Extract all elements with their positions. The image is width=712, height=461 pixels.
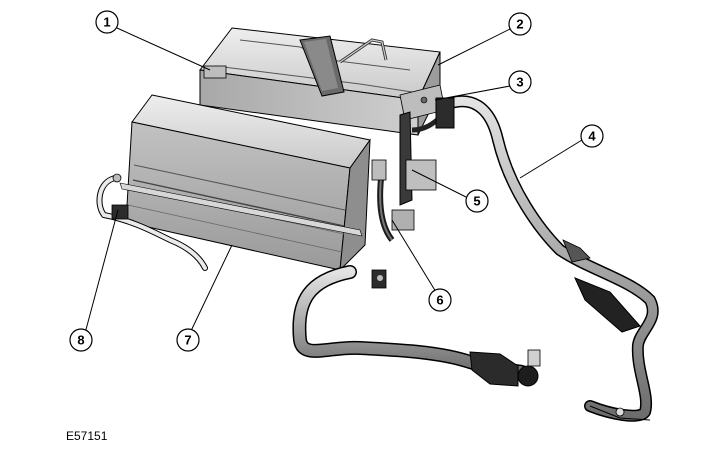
battery-tray [199, 27, 446, 136]
callout-5: 5 [465, 189, 489, 213]
figure-reference-code: E57151 [66, 429, 108, 443]
callout-7-label: 7 [184, 333, 191, 348]
callout-8-label: 8 [77, 333, 84, 348]
callout-4: 4 [580, 124, 604, 148]
callout-6-label: 6 [436, 293, 443, 308]
callout-7: 7 [176, 328, 200, 352]
callout-8: 8 [69, 328, 93, 352]
callout-3-label: 3 [516, 75, 523, 90]
callout-2-label: 2 [516, 17, 523, 32]
callout-5-label: 5 [473, 194, 480, 209]
drain-tube [96, 173, 208, 271]
vent-tube [435, 95, 659, 422]
battery-housing [119, 94, 371, 272]
callout-1: 1 [95, 10, 119, 34]
callout-2: 2 [508, 12, 532, 36]
battery-terminal-cable [371, 107, 452, 242]
battery-cable-loop [292, 265, 541, 387]
callout-6: 6 [428, 288, 452, 312]
callout-1-label: 1 [103, 15, 110, 30]
callout-4-label: 4 [588, 129, 596, 144]
callout-3: 3 [508, 70, 532, 94]
leader-lines [83, 27, 583, 338]
